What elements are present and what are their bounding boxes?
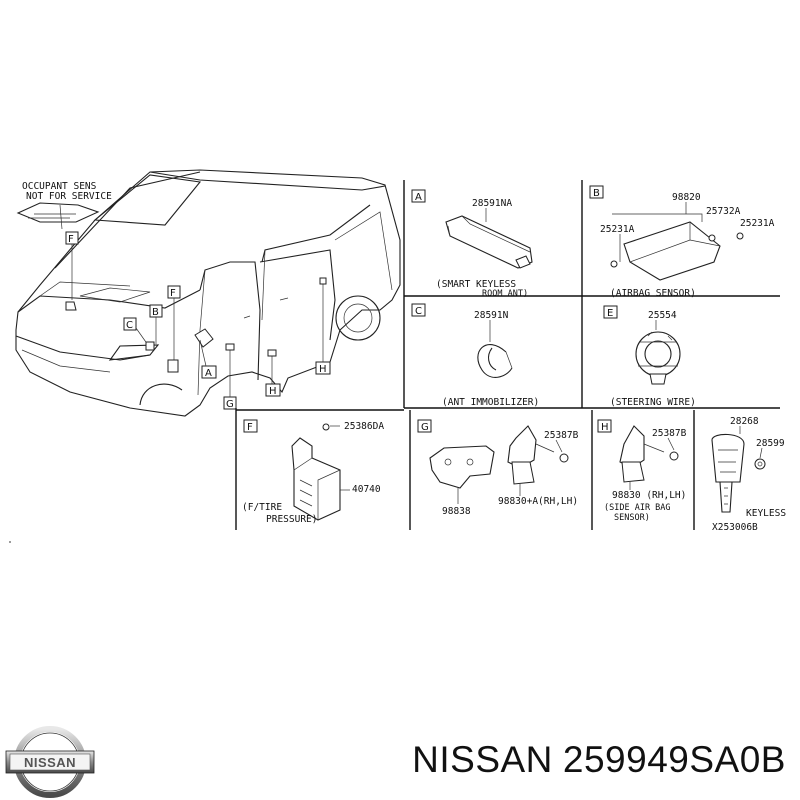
svg-text:B: B bbox=[152, 307, 159, 318]
svg-text:A: A bbox=[205, 368, 212, 379]
panel-f: F 25386DA 40740 (F/TIRE PRESSURE) bbox=[242, 419, 384, 525]
brand-name: NISSAN bbox=[412, 739, 553, 780]
panel-keyless: 28268 28599 KEYLESS X253006B bbox=[711, 416, 786, 533]
callout-b: B bbox=[149, 304, 163, 344]
svg-text:H: H bbox=[601, 422, 609, 433]
occupant-sensor-mat bbox=[16, 202, 100, 223]
svg-text:F: F bbox=[247, 422, 253, 433]
svg-text:F: F bbox=[68, 234, 74, 245]
callout-f-mid: F bbox=[167, 285, 181, 373]
svg-text:C: C bbox=[126, 320, 133, 331]
svg-text:E: E bbox=[607, 308, 613, 319]
panel-c: C 28591N (ANT IMMOBILIZER) bbox=[411, 303, 539, 408]
nissan-logo: NISSAN bbox=[5, 726, 95, 798]
part-25554: 25554 bbox=[648, 310, 677, 321]
part-40740: 40740 bbox=[352, 484, 381, 495]
part-25386da: 25386DA bbox=[344, 421, 384, 432]
svg-text:(STEERING WIRE): (STEERING WIRE) bbox=[610, 397, 696, 408]
ant-immobilizer-ring bbox=[477, 344, 513, 378]
callout-g: G bbox=[223, 343, 237, 410]
airbag-sensor-unit bbox=[623, 221, 721, 281]
callout-a: A bbox=[199, 339, 217, 379]
part-28591na: 28591NA bbox=[472, 198, 512, 209]
svg-text:25732A: 25732A bbox=[706, 206, 741, 217]
keyless-fob bbox=[711, 433, 745, 483]
callout-h-right: H bbox=[315, 277, 331, 375]
callout-f-top: F bbox=[65, 231, 79, 311]
svg-text:28268: 28268 bbox=[730, 416, 759, 427]
svg-text:(F/TIRE: (F/TIRE bbox=[242, 502, 282, 513]
svg-text:25231A: 25231A bbox=[600, 224, 635, 235]
callout-h-left: H bbox=[265, 349, 281, 397]
side-sensor-h bbox=[619, 425, 645, 469]
svg-text:A: A bbox=[415, 192, 422, 203]
svg-text:C: C bbox=[415, 306, 422, 317]
svg-text:(ANT IMMOBILIZER): (ANT IMMOBILIZER) bbox=[442, 397, 539, 408]
occupant-note-line1: OCCUPANT SENS bbox=[22, 181, 97, 192]
side-sensor-bracket bbox=[429, 445, 495, 489]
svg-text:(SIDE AIR BAG: (SIDE AIR BAG bbox=[604, 503, 671, 513]
callout-c: C bbox=[123, 317, 155, 351]
svg-text:98830+A(RH,LH): 98830+A(RH,LH) bbox=[498, 496, 578, 507]
logo-wordmark: NISSAN bbox=[24, 755, 76, 770]
part-number: 259949SA0B bbox=[562, 739, 786, 780]
svg-text:KEYLESS: KEYLESS bbox=[746, 508, 786, 519]
svg-text:B: B bbox=[593, 188, 600, 199]
svg-text:PRESSURE): PRESSURE) bbox=[266, 514, 317, 525]
panel-g: G 25387B 98838 98830+A(RH,LH) bbox=[417, 419, 579, 517]
keyless-blade bbox=[719, 481, 733, 513]
svg-text:25231A: 25231A bbox=[740, 218, 775, 229]
svg-text:G: G bbox=[226, 399, 234, 410]
panel-a: A 28591NA (SMART KEYLESS ROOM ANT) bbox=[411, 189, 533, 299]
svg-text:G: G bbox=[421, 422, 429, 433]
panel-h: H 25387B 98830 (RH,LH) (SIDE AIR BAG SEN… bbox=[597, 419, 687, 523]
tire-pressure-receiver bbox=[291, 437, 341, 521]
svg-text:25387B: 25387B bbox=[652, 428, 687, 439]
drawing-code: X253006B bbox=[712, 522, 758, 533]
part-28591n: 28591N bbox=[474, 310, 509, 321]
svg-text:98830 (RH,LH): 98830 (RH,LH) bbox=[612, 490, 686, 501]
panel-e: E 25554 (STEERING WIRE) bbox=[603, 305, 696, 408]
svg-text:25387B: 25387B bbox=[544, 430, 579, 441]
svg-text:H: H bbox=[269, 386, 277, 397]
svg-text:98838: 98838 bbox=[442, 506, 471, 517]
svg-text:(AIRBAG SENSOR): (AIRBAG SENSOR) bbox=[610, 288, 696, 299]
svg-text:SENSOR): SENSOR) bbox=[614, 513, 650, 523]
svg-text:28599: 28599 bbox=[756, 438, 785, 449]
panel-grid bbox=[235, 180, 780, 530]
occupant-note-line2: NOT FOR SERVICE bbox=[26, 191, 112, 202]
svg-text:H: H bbox=[319, 364, 327, 375]
svg-text:(SMART KEYLESS: (SMART KEYLESS bbox=[436, 279, 516, 290]
svg-text:F: F bbox=[170, 288, 176, 299]
svg-text:ROOM ANT): ROOM ANT) bbox=[482, 289, 528, 299]
part-98820: 98820 bbox=[672, 192, 701, 203]
van-body-outline bbox=[15, 169, 401, 417]
panel-b: B 98820 25732A 25231A 25231A (AIRBAG SEN… bbox=[589, 185, 775, 299]
vehicle-overview: OCCUPANT SENS NOT FOR SERVICE bbox=[15, 169, 401, 417]
steering-wire-coil bbox=[635, 331, 681, 377]
